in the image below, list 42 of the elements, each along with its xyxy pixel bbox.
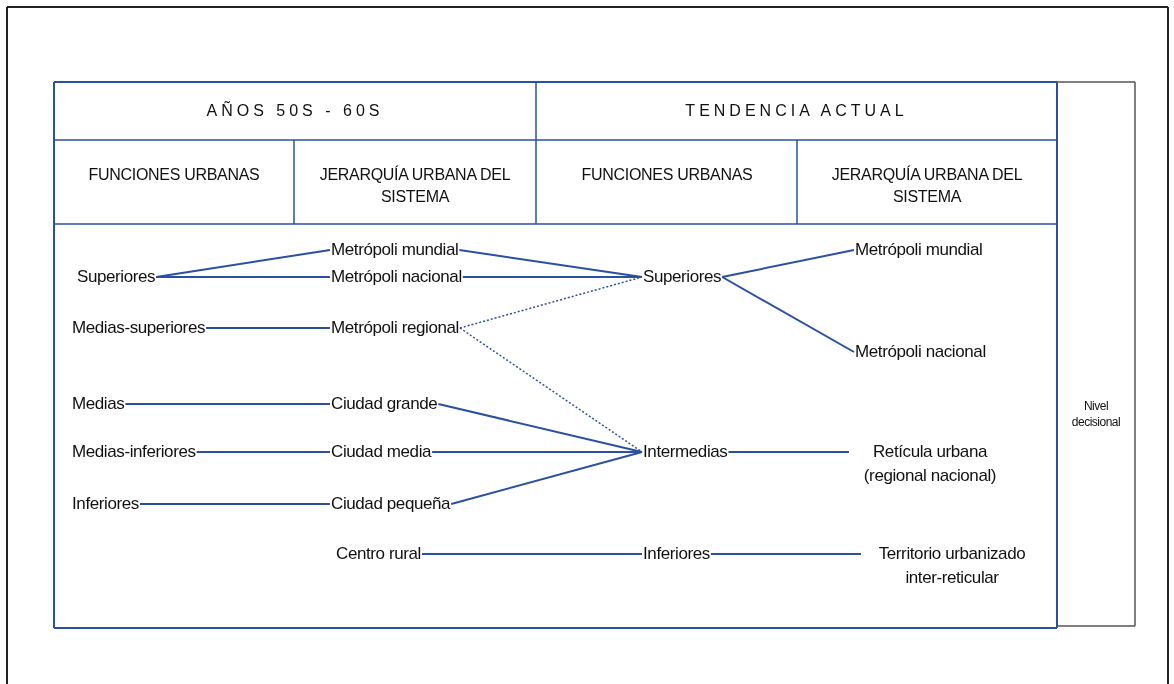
category-text: Inferiores (643, 542, 710, 566)
category-text: Superiores (77, 265, 156, 289)
category-text: Ciudad grande (331, 392, 438, 416)
connector-line (450, 451, 643, 505)
side-column-label: Nivel decisional (1070, 398, 1122, 430)
connector-line (709, 553, 862, 555)
connector-line (195, 451, 331, 453)
connector-line (138, 503, 331, 505)
column-heading: JERARQUÍA URBANA DEL SISTEMA (318, 164, 512, 207)
category-text: Metrópoli nacional (855, 340, 986, 364)
category-text: Metrópoli regional (331, 316, 459, 340)
category-text: Medias (72, 392, 125, 416)
category-text: Ciudad pequeña (331, 492, 451, 516)
connector-line (459, 276, 643, 329)
category-text: Medias-superiores (72, 316, 206, 340)
category-text: Ciudad media (331, 440, 432, 464)
connector-line (155, 276, 331, 278)
category-text: Superiores (643, 265, 722, 289)
category-text: Inferiores (72, 492, 139, 516)
connector-line (727, 451, 850, 453)
category-text: Retícula urbana (regional nacional) (850, 440, 1010, 488)
category-text: Metrópoli nacional (331, 265, 462, 289)
column-heading: FUNCIONES URBANAS (88, 165, 260, 185)
column-heading: JERARQUÍA URBANA DEL SISTEMA (830, 164, 1024, 207)
connector-line (420, 553, 643, 555)
column-group-heading: TENDENCIA ACTUAL (685, 101, 908, 121)
connector-line (437, 403, 643, 453)
connector-line (459, 327, 643, 453)
connector-line (721, 276, 855, 353)
connector-line (124, 403, 331, 405)
connector-line (431, 451, 643, 453)
connector-line (461, 276, 643, 278)
category-text: Metrópoli mundial (331, 238, 459, 262)
column-group-heading: AÑOS 50S - 60S (206, 100, 384, 121)
connector-line (721, 249, 855, 278)
connector-line (205, 327, 331, 329)
category-text: Metrópoli mundial (855, 238, 983, 262)
category-text: Medias-inferiores (72, 440, 196, 464)
category-text: Centro rural (336, 542, 421, 566)
category-text: Intermedias (643, 440, 728, 464)
category-text: Territorio urbanizado inter-reticular (862, 542, 1042, 590)
column-heading: FUNCIONES URBANAS (581, 165, 753, 185)
